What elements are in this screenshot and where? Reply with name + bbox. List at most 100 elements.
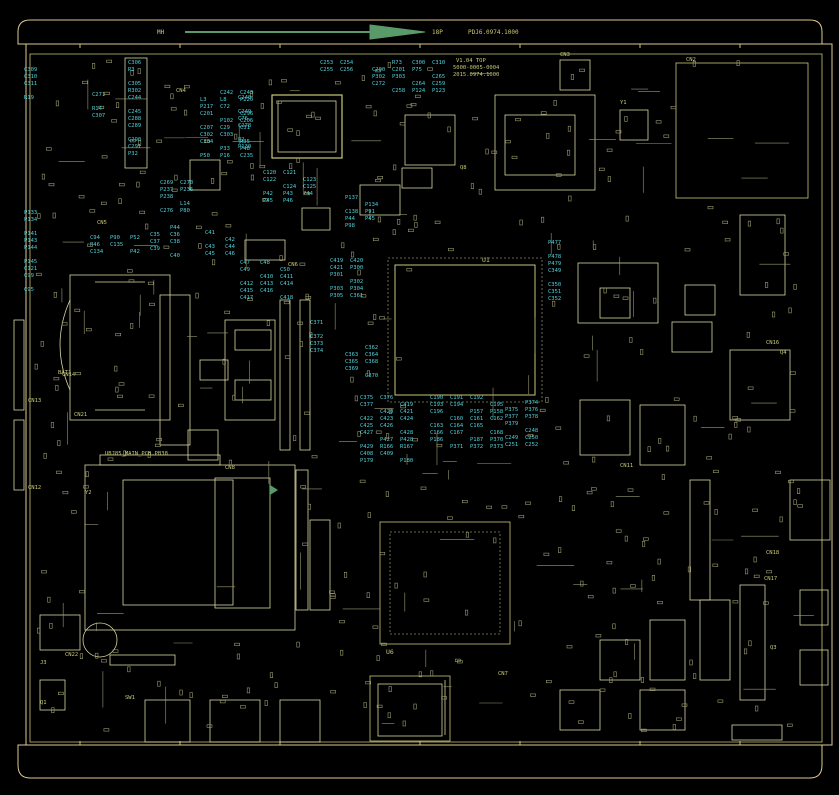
footprint <box>655 120 662 124</box>
footprint <box>289 163 293 169</box>
footprint <box>164 84 171 88</box>
footprint <box>393 164 397 171</box>
footprint <box>464 609 469 616</box>
designator: C311 <box>24 81 38 87</box>
footprint <box>118 198 122 204</box>
title-line-2: 5000-0005-0004 <box>453 65 500 71</box>
designator: P378 <box>525 414 539 420</box>
designator: C351 <box>548 289 562 295</box>
footprint <box>657 600 663 605</box>
footprint <box>232 394 236 401</box>
footprint <box>55 384 59 391</box>
designator: P372 <box>470 444 484 450</box>
designator: P42 <box>130 249 140 255</box>
footprint <box>89 209 96 213</box>
designator: P370 <box>490 437 504 443</box>
chip-u6-label: U6 <box>386 648 394 656</box>
footprint <box>743 648 748 655</box>
direction-arrow <box>185 24 426 40</box>
cn18-label: CN18 <box>766 550 780 556</box>
designator: P236 <box>180 187 194 193</box>
footprint <box>361 75 365 81</box>
designator: C201 <box>200 111 214 117</box>
footprint <box>350 376 354 383</box>
designator: C428 <box>400 430 414 436</box>
designator: C164 <box>450 423 464 429</box>
cn14-label: CN14 <box>62 372 76 378</box>
footprint <box>266 320 270 327</box>
footprint <box>296 641 300 648</box>
footprint <box>603 287 607 294</box>
designator: P44 <box>303 191 313 197</box>
designator: L14 <box>180 201 190 207</box>
footprint <box>196 225 202 229</box>
footprint <box>375 179 381 183</box>
designator: C125 <box>303 184 317 190</box>
footprint <box>114 365 118 372</box>
footprint <box>665 445 670 452</box>
footprint <box>558 496 563 503</box>
footprint <box>309 332 313 338</box>
designator: P303 <box>330 286 344 292</box>
footprint <box>53 377 60 381</box>
footprint <box>609 677 613 684</box>
footprint <box>106 59 112 63</box>
footprint <box>381 642 387 646</box>
footprint <box>415 94 421 98</box>
footprint <box>311 455 318 459</box>
footprint <box>379 316 385 320</box>
designator: P80 <box>180 208 190 214</box>
designator: C296 <box>240 111 254 117</box>
designator: R14 <box>92 106 102 112</box>
footprint <box>461 499 468 504</box>
designator: C288 <box>128 116 142 122</box>
footprint <box>568 700 575 704</box>
footprint <box>540 111 547 115</box>
footprint <box>545 397 549 403</box>
footprint <box>606 148 613 152</box>
footprint <box>402 720 406 727</box>
designator: P48 <box>240 146 250 152</box>
footprint <box>149 302 155 307</box>
footprint <box>728 433 732 440</box>
designator: C408 <box>360 451 374 457</box>
footprint <box>225 224 232 228</box>
designator: C422 <box>360 416 374 422</box>
designator: C426 <box>380 423 394 429</box>
designator: C368 <box>365 359 379 365</box>
footprint <box>128 279 135 283</box>
designator: C253 <box>320 60 334 66</box>
designator: C72 <box>220 104 230 110</box>
designator: P32 <box>128 151 138 157</box>
designator: C419 <box>330 258 344 264</box>
designator: P477 <box>548 240 562 246</box>
footprint <box>587 595 594 599</box>
footprint <box>412 438 418 442</box>
footprint <box>722 220 729 224</box>
designator: P429 <box>360 444 374 450</box>
footprint <box>284 355 291 359</box>
designator: C165 <box>470 423 484 429</box>
footprint <box>305 293 309 300</box>
designator: P158 <box>490 409 504 415</box>
footprint <box>684 248 691 252</box>
footprint <box>341 242 345 249</box>
designator: C361 <box>350 293 364 299</box>
footprint <box>50 422 55 428</box>
footprint <box>376 655 380 661</box>
footprint <box>558 547 562 553</box>
footprint <box>139 210 145 214</box>
footprint <box>155 443 161 447</box>
designator: C138 <box>345 209 359 215</box>
footprint <box>130 323 134 329</box>
designator: C36 <box>170 232 180 238</box>
footprint <box>413 214 417 221</box>
footprint <box>427 67 433 71</box>
designator: P304 <box>350 286 364 292</box>
footprint <box>127 666 131 673</box>
designator: C304 <box>200 139 214 145</box>
footprint <box>372 625 379 629</box>
designator: P46 <box>90 242 100 248</box>
footprint <box>206 724 213 728</box>
designator: C38 <box>170 239 180 245</box>
